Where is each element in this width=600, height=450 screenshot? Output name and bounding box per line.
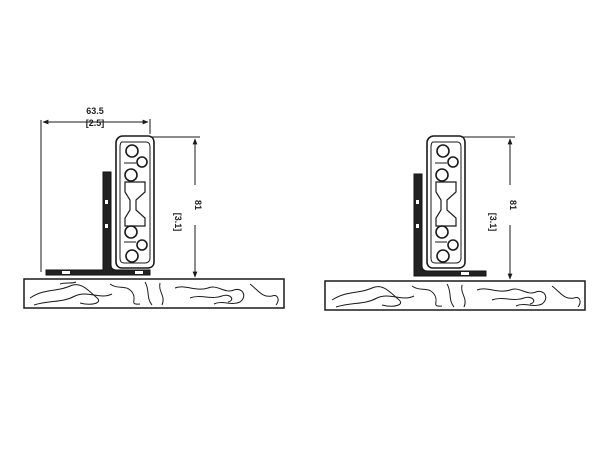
right-wood-board [324, 280, 586, 311]
right-height-imperial-text: [3.1] [488, 212, 498, 232]
right-height-dimension: 81 [461, 136, 518, 280]
left-slide-profile [115, 135, 155, 269]
left-height-metric-label: 81 [193, 200, 203, 210]
left-l-bracket [45, 171, 151, 276]
left-width-imperial-label: [2.5] [86, 118, 105, 128]
right-wood-grain [331, 283, 581, 308]
right-height-metric-label: 81 [508, 200, 518, 210]
left-assembly: 63.5 [2.5] 81 [3.1] [23, 106, 285, 309]
left-wood-board [23, 278, 285, 309]
left-height-dimension: 81 [3.1] [150, 136, 203, 278]
left-wood-grain [29, 281, 279, 306]
left-width-metric-label: 63.5 [86, 106, 104, 116]
left-width-dimension: 63.5 [2.5] [40, 106, 151, 272]
right-slide-profile [426, 135, 466, 269]
right-assembly: 81 [324, 135, 586, 311]
left-height-imperial-text: [3.1] [173, 212, 183, 232]
right-l-bracket [413, 173, 487, 277]
